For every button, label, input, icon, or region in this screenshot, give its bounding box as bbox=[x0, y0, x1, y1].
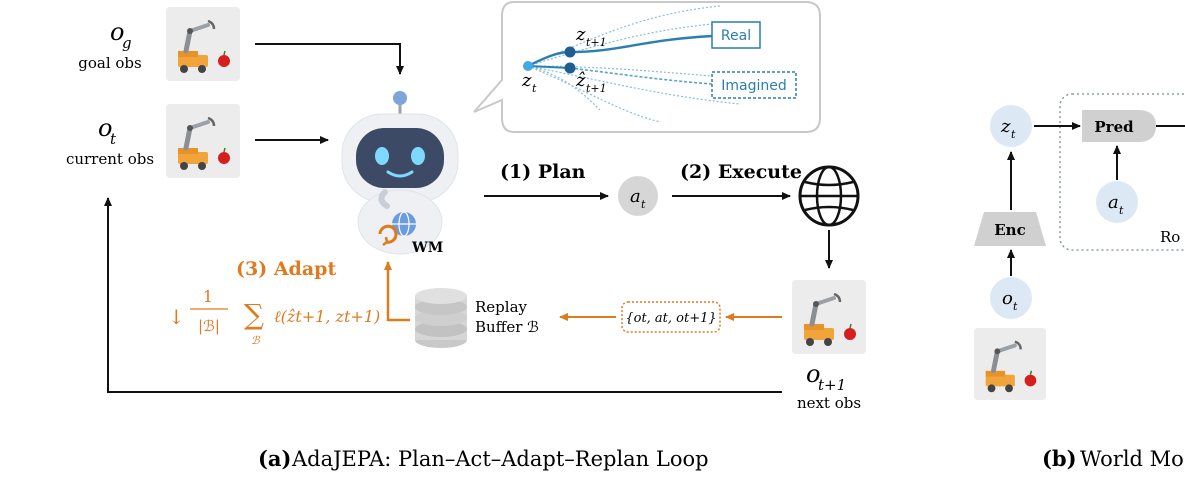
loss-arrow: ↓ bbox=[168, 305, 185, 329]
loss-frac-num: 1 bbox=[203, 287, 213, 306]
next-symbol: o bbox=[806, 360, 820, 388]
goal-subscript: g bbox=[122, 34, 132, 52]
node-zhat-next bbox=[564, 62, 576, 74]
replay-buffer-icon bbox=[415, 288, 467, 348]
b-o-node bbox=[990, 277, 1032, 319]
node-zt bbox=[523, 61, 533, 71]
b-z-sub: t bbox=[1011, 128, 1016, 141]
caption-a-text: AdaJEPA: Plan–Act–Adapt–Replan Loop bbox=[291, 447, 709, 471]
b-a-symbol: a bbox=[1108, 192, 1119, 213]
b-o-sub: t bbox=[1013, 300, 1018, 313]
b-a-node bbox=[1096, 181, 1138, 223]
b-a-sub: t bbox=[1119, 204, 1124, 217]
goal-arrow bbox=[255, 43, 404, 75]
wm-label: WM bbox=[411, 240, 443, 256]
b-pred-label: Pred bbox=[1094, 118, 1134, 136]
b-pred-block bbox=[1082, 110, 1156, 142]
caption-b-label: (b) bbox=[1042, 446, 1077, 471]
b-o-symbol: o bbox=[1002, 288, 1013, 309]
goal-robot-image bbox=[166, 7, 240, 81]
bubble-z-next: z bbox=[575, 24, 586, 45]
bubble-zhat-sub: t+1 bbox=[586, 82, 607, 95]
goal-obs-label: goal obs bbox=[78, 54, 141, 72]
caption-a-label: (a) bbox=[258, 446, 291, 471]
globe-small-icon bbox=[392, 211, 416, 237]
loss-sum-sub: ℬ bbox=[251, 334, 261, 347]
current-obs-group: o t current obs bbox=[66, 104, 240, 178]
loss-sum: ∑ bbox=[244, 298, 264, 331]
environment-globe-icon bbox=[798, 165, 860, 227]
adapt-arrow bbox=[384, 261, 410, 322]
caption-b-text: World Mo bbox=[1080, 447, 1184, 471]
current-obs-label: current obs bbox=[66, 150, 154, 168]
imagination-bubble bbox=[473, 0, 821, 133]
refresh-icon bbox=[378, 224, 398, 246]
action-subscript: t bbox=[641, 198, 646, 211]
current-robot-image bbox=[166, 104, 240, 178]
loss-frac-den: |ℬ| bbox=[198, 317, 220, 335]
plan-label: (1) Plan bbox=[500, 161, 586, 183]
b-enc-label: Enc bbox=[994, 221, 1025, 239]
next-subscript: t+1 bbox=[818, 376, 846, 394]
b-robot-image bbox=[974, 328, 1046, 400]
bubble-zt: z bbox=[521, 70, 532, 91]
real-label: Real bbox=[721, 28, 751, 44]
replay-label-1: Replay bbox=[475, 298, 528, 316]
bubble-zt-sub: t bbox=[532, 82, 537, 95]
node-z-next bbox=[564, 46, 576, 58]
real-box bbox=[711, 21, 761, 49]
b-enc-block bbox=[974, 212, 1046, 246]
next-robot-image bbox=[792, 280, 866, 354]
action-node bbox=[618, 176, 658, 216]
next-obs-label: next obs bbox=[797, 394, 861, 412]
current-subscript: t bbox=[110, 130, 117, 148]
execute-label: (2) Execute bbox=[680, 161, 802, 183]
transition-tuple: {ot, at, ot+1} bbox=[625, 311, 716, 326]
replan-loop-arrow bbox=[104, 197, 782, 393]
current-symbol: o bbox=[98, 114, 112, 142]
bubble-z-next-sub: t+1 bbox=[586, 36, 607, 49]
action-symbol: a bbox=[630, 186, 641, 207]
loss-expr: ℓ(ẑt+1, zt+1) bbox=[274, 307, 380, 326]
bubble-zhat: ẑ bbox=[575, 70, 586, 91]
transition-box bbox=[621, 301, 721, 333]
rollout-box bbox=[1059, 93, 1185, 251]
goal-obs-group: o g goal obs bbox=[78, 7, 240, 81]
goal-symbol: o bbox=[110, 18, 124, 46]
replay-label-2: Buffer ℬ bbox=[475, 318, 539, 336]
imagined-box bbox=[711, 71, 797, 99]
b-z-node bbox=[990, 105, 1032, 147]
b-rollout-fragment: Ro bbox=[1160, 228, 1180, 246]
imagined-label: Imagined bbox=[721, 78, 787, 94]
adapt-label: (3) Adapt bbox=[236, 258, 336, 280]
b-z-symbol: z bbox=[1000, 116, 1011, 137]
